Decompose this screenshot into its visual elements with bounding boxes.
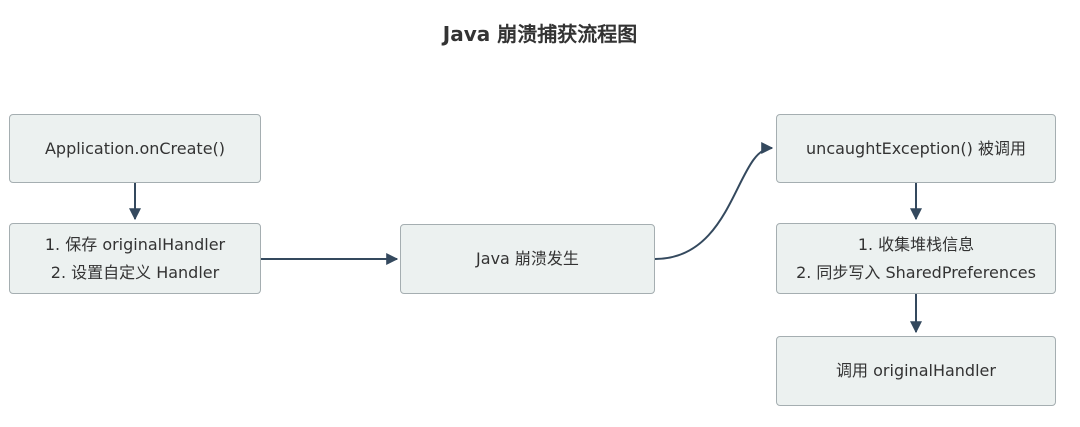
node-label: 调用 originalHandler xyxy=(836,361,996,380)
node-label-line-1: 1. 收集堆栈信息 xyxy=(857,234,975,254)
edge-crash-to-uncaught xyxy=(654,142,774,260)
node-label-line-2: 2. 同步写入 SharedPreferences xyxy=(796,262,1036,282)
node-uncaught-exception: uncaughtException() 被调用 xyxy=(776,114,1056,183)
diagram-title: Java 崩溃捕获流程图 xyxy=(442,22,638,46)
node-label: uncaughtException() 被调用 xyxy=(806,138,1026,158)
node-label-line-1: 1. 保存 originalHandler xyxy=(44,234,226,254)
node-label: Java 崩溃发生 xyxy=(476,249,579,268)
node-collect-and-write: 1. 收集堆栈信息 2. 同步写入 SharedPreferences xyxy=(776,223,1056,294)
node-call-original: 调用 originalHandler xyxy=(776,336,1056,406)
node-setup-handler: 1. 保存 originalHandler 2. 设置自定义 Handler xyxy=(9,223,261,294)
node-app-oncreate: Application.onCreate() xyxy=(9,114,261,183)
node-crash-occurs: Java 崩溃发生 xyxy=(400,224,655,294)
node-label: Application.onCreate() xyxy=(44,138,226,158)
node-label-line-2: 2. 设置自定义 Handler xyxy=(50,262,220,282)
